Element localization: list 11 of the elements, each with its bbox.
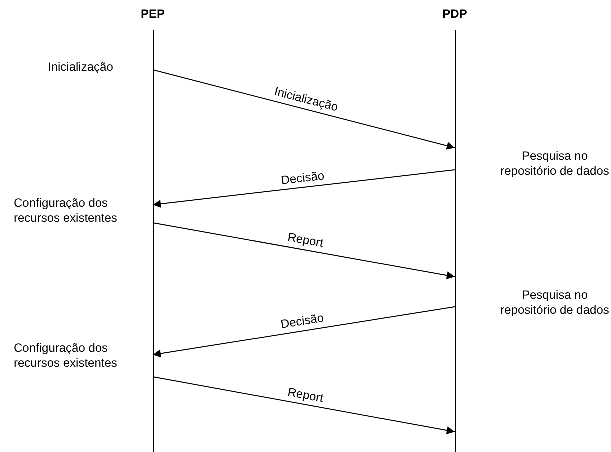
participant-label: PDP	[442, 6, 468, 22]
edge-label: Report	[286, 384, 325, 405]
edge-label: Report	[286, 230, 325, 250]
note-text: Pesquisa no repositório de dados	[500, 288, 610, 318]
note-text: Configuração dos recursos existentes	[14, 341, 118, 371]
note-text: Pesquisa no repositório de dados	[500, 149, 610, 179]
note-text: Inicialização	[48, 60, 114, 75]
participant-label: PEP	[140, 6, 166, 22]
edge-label: Decisão	[280, 310, 325, 332]
note-text: Configuração dos recursos existentes	[14, 196, 118, 226]
edge-label: Decisão	[280, 168, 326, 188]
